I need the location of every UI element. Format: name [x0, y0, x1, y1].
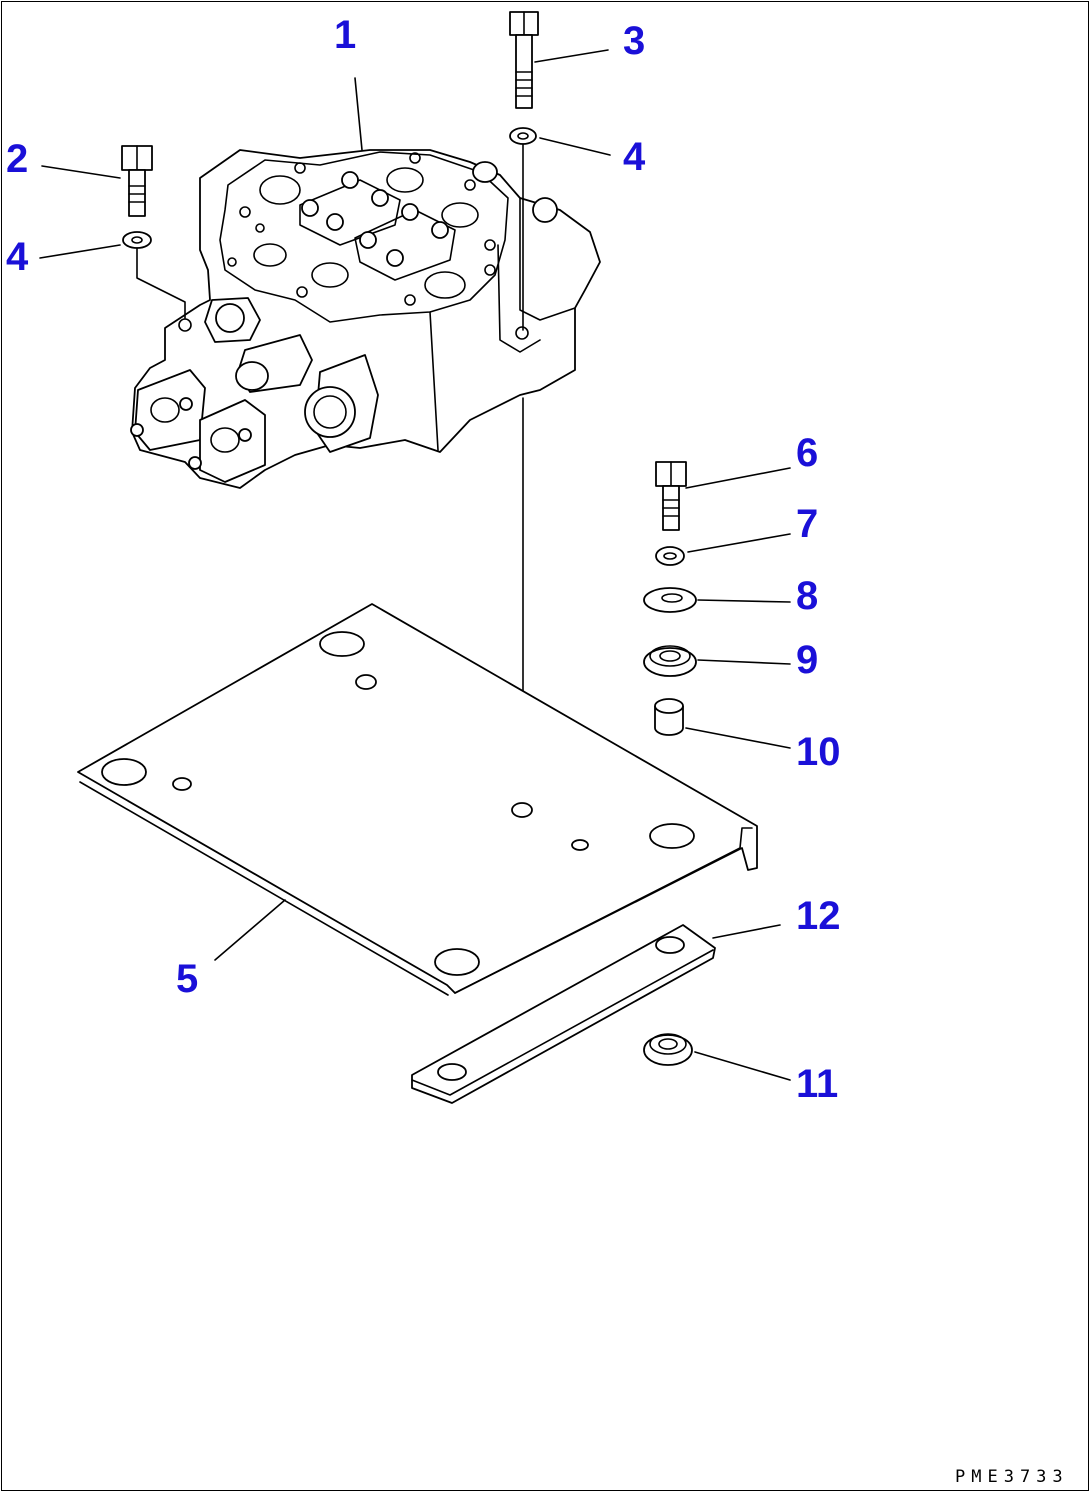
callout-12: 12 — [796, 894, 841, 938]
assembly-line-left — [136, 247, 186, 319]
collar-10[interactable] — [654, 698, 684, 736]
callout-6: 6 — [796, 431, 818, 475]
callout-4-left: 4 — [6, 235, 29, 279]
cushion-9[interactable] — [643, 645, 697, 677]
callout-7: 7 — [796, 502, 818, 546]
bolt-6[interactable] — [655, 461, 687, 531]
washer-7[interactable] — [655, 546, 685, 566]
callout-8: 8 — [796, 574, 818, 618]
callout-4-right: 4 — [623, 135, 646, 179]
callout-2: 2 — [6, 137, 28, 181]
callout-10: 10 — [796, 730, 841, 774]
washer-4-left[interactable] — [122, 231, 152, 249]
callout-3: 3 — [623, 19, 645, 63]
washer-4-right[interactable] — [509, 127, 537, 145]
callout-9: 9 — [796, 638, 818, 682]
mounting-plate[interactable] — [77, 603, 758, 996]
drawing-code: PME3733 — [955, 1467, 1069, 1487]
bolt-2[interactable] — [121, 145, 153, 217]
callout-1: 1 — [334, 13, 356, 57]
washer-8[interactable] — [643, 587, 697, 613]
control-valve-assembly[interactable] — [130, 149, 601, 489]
callout-5: 5 — [176, 957, 198, 1001]
cushion-11[interactable] — [643, 1033, 693, 1066]
callout-11: 11 — [796, 1062, 838, 1106]
bracket-strap[interactable] — [411, 924, 716, 1104]
leader-lines — [39, 49, 791, 1081]
bolt-3[interactable] — [509, 11, 539, 109]
